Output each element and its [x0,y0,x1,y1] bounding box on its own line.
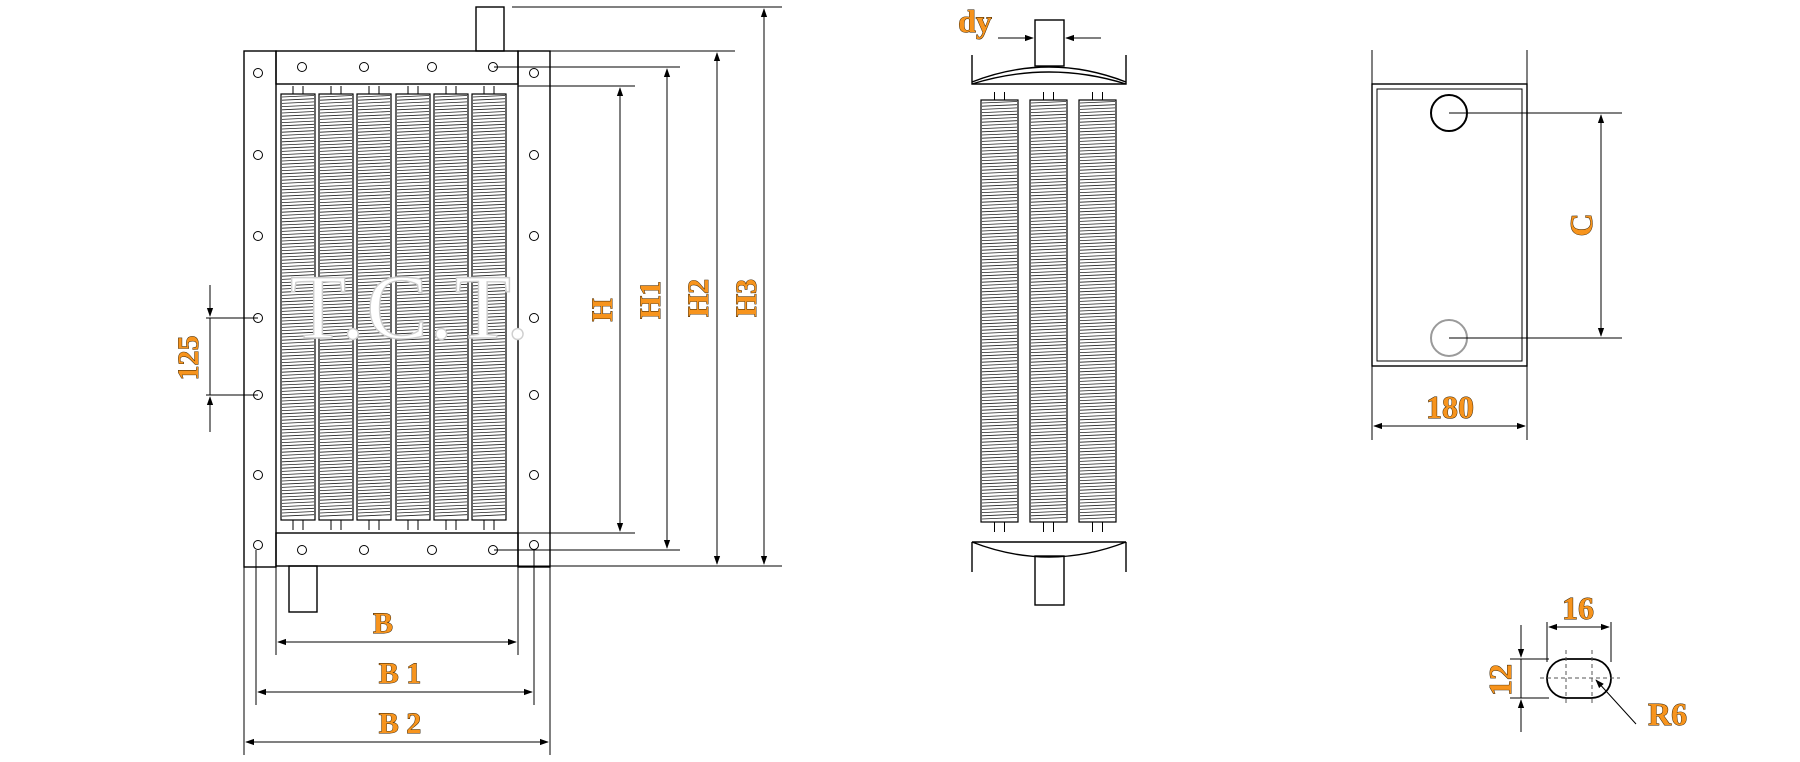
dim-label-c: C [1563,213,1599,236]
bottom-header [275,532,519,567]
dim-label-b2: B 2 [379,707,422,740]
height-dimensions [616,8,768,565]
flange-plate-outer [1371,83,1528,367]
slot-detail: 16 12 R6 [1482,590,1688,733]
finned-tubes-front [280,86,507,530]
r6-leader [1595,679,1637,725]
finned-tube [433,86,469,530]
top-header [275,50,519,85]
finned-tube [980,92,1019,532]
side-top-nozzle [1034,19,1065,67]
inlet-pipe [475,6,505,52]
flange-view: C 180 [1371,50,1622,440]
width-extension-lines [243,550,551,755]
finned-tube [1029,92,1068,532]
side-view: dy [958,3,1127,606]
dim-label-12: 12 [1482,664,1518,696]
side-top-cap [971,55,1127,85]
watermark: T.C.T. [290,256,531,358]
finned-tube [1078,92,1117,532]
pitch-dimension [206,285,258,432]
dim-label-b1: B 1 [379,657,422,690]
height-extension-lines [494,6,782,567]
dim-label-16: 16 [1562,590,1594,626]
front-view: T.C.T. H H1 H2 H3 [172,6,782,755]
finned-tube [318,86,354,530]
dim-label-dy: dy [958,3,992,39]
left-flange [243,50,277,568]
outlet-pipe [288,565,318,613]
dim-label-180: 180 [1426,389,1474,425]
finned-tube [395,86,431,530]
finned-tube [356,86,392,530]
dim-label-b: B [373,607,393,640]
side-bottom-nozzle [1034,555,1065,606]
flange-plate-inner [1376,88,1523,362]
dim-label-h: H [586,298,619,321]
finned-tube [471,86,507,530]
dim-label-125: 125 [172,336,205,381]
dim-label-h1: H1 [634,281,667,319]
finned-tube [280,86,316,530]
width-dimensions [245,638,549,746]
dim-label-h3: H3 [730,279,763,317]
side-bottom-cap [971,541,1127,572]
dim-label-h2: H2 [682,279,715,317]
finned-tubes-side [980,92,1117,532]
dim-label-r6: R6 [1648,696,1687,732]
